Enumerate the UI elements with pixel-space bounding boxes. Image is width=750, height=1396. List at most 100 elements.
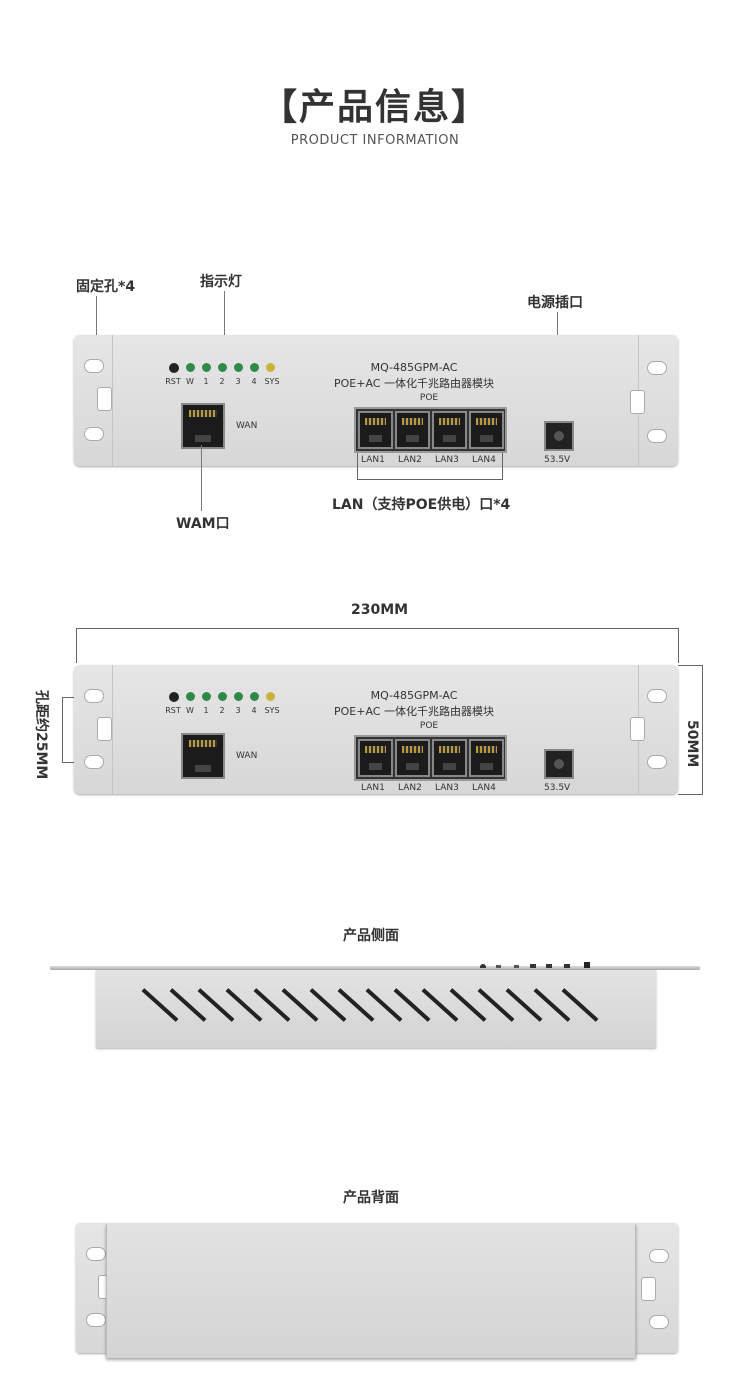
led-label: 4 [251, 706, 257, 715]
wan-port[interactable] [181, 733, 225, 779]
led-w [186, 692, 195, 701]
mount-slot [97, 717, 112, 741]
wan-label: WAN [236, 751, 258, 761]
wan-label: WAN [236, 421, 258, 431]
led-label: RST [165, 706, 181, 715]
poe-label: POE [419, 721, 439, 731]
mount-hole [649, 1249, 669, 1263]
wan-port[interactable] [181, 403, 225, 449]
led-3 [234, 692, 243, 701]
lan-bracket [357, 453, 503, 480]
callout-line [96, 296, 97, 360]
dimension-height: 50MM [684, 720, 700, 768]
mount-hole [84, 689, 104, 703]
callout-mount-holes: 固定孔*4 [76, 279, 136, 295]
led-label: 3 [235, 706, 241, 715]
led-sys [266, 692, 275, 701]
led-4 [250, 692, 259, 701]
width-bracket [76, 628, 679, 663]
lan-label: LAN3 [435, 783, 459, 793]
callout-wan-port: WAM口 [176, 516, 230, 532]
hole-spacing-bracket [62, 697, 77, 763]
device-front-panel: RST W 1 2 3 4 SYS WAN MQ-485GPM-AC POE+A… [74, 335, 678, 466]
poe-label: POE [419, 393, 439, 403]
mount-hole [84, 427, 104, 441]
led-row: RST W 1 2 3 4 SYS [165, 363, 289, 393]
lan-port-4[interactable] [469, 411, 504, 449]
mount-slot [630, 717, 645, 741]
led-label: 2 [219, 706, 225, 715]
power-label: 53.5V [544, 783, 571, 793]
lan-label: LAN4 [472, 455, 496, 465]
led-label: 1 [203, 706, 209, 715]
mount-slot [630, 390, 645, 414]
power-jack[interactable] [544, 421, 574, 451]
mount-slot [641, 1277, 656, 1301]
page-title: 【产品信息】 [260, 87, 489, 128]
lan-port-block [354, 735, 507, 781]
led-label: SYS [264, 377, 280, 386]
led-label: SYS [264, 706, 280, 715]
lan-label: LAN3 [435, 455, 459, 465]
mount-hole [647, 361, 667, 375]
model-name: MQ-485GPM-AC [370, 689, 458, 702]
lan-port-3[interactable] [432, 739, 467, 777]
led-w [186, 363, 195, 372]
model-description: POE+AC 一体化千兆路由器模块 [334, 377, 494, 390]
led-sys [266, 363, 275, 372]
mount-hole [647, 755, 667, 769]
back-cover [106, 1224, 636, 1358]
lan-label: LAN2 [398, 455, 422, 465]
device-back [76, 1223, 678, 1358]
led-row: RST W 1 2 3 4 SYS [165, 692, 289, 722]
led-label: RST [165, 377, 181, 386]
led-4 [250, 363, 259, 372]
mount-slot [97, 387, 112, 411]
reset-button[interactable] [169, 363, 179, 373]
mount-hole [649, 1315, 669, 1329]
led-1 [202, 363, 211, 372]
lan-port-2[interactable] [395, 739, 430, 777]
side-flange [50, 966, 700, 970]
model-name: MQ-485GPM-AC [370, 361, 458, 374]
lan-port-4[interactable] [469, 739, 504, 777]
lan-label: LAN2 [398, 783, 422, 793]
lan-port-block [354, 407, 507, 453]
callout-power-port: 电源插口 [527, 295, 583, 311]
led-label: 1 [203, 377, 209, 386]
mount-hole [647, 689, 667, 703]
power-label: 53.5V [544, 455, 571, 465]
mount-hole [86, 1313, 106, 1327]
led-1 [202, 692, 211, 701]
power-jack[interactable] [544, 749, 574, 779]
led-label: 2 [219, 377, 225, 386]
side-view-title: 产品侧面 [343, 928, 399, 944]
callout-lan-ports: LAN（支持POE供电）口*4 [332, 497, 511, 513]
side-body [96, 970, 656, 1048]
page-subtitle: PRODUCT INFORMATION [290, 133, 460, 148]
lan-label: LAN4 [472, 783, 496, 793]
led-label: W [186, 706, 194, 715]
back-view-title: 产品背面 [343, 1190, 399, 1206]
mount-hole [647, 429, 667, 443]
model-description: POE+AC 一体化千兆路由器模块 [334, 705, 494, 718]
side-connectors [480, 962, 590, 968]
led-2 [218, 692, 227, 701]
led-2 [218, 363, 227, 372]
device-front-panel: RST W 1 2 3 4 SYS WAN MQ-485GPM-AC POE+A… [74, 665, 678, 794]
lan-port-3[interactable] [432, 411, 467, 449]
dimension-width: 230MM [351, 602, 409, 618]
led-label: 4 [251, 377, 257, 386]
led-label: 3 [235, 377, 241, 386]
dimension-hole-spacing: 孔距约25MM [33, 690, 49, 780]
callout-line [201, 445, 202, 511]
mount-hole [84, 755, 104, 769]
lan-port-2[interactable] [395, 411, 430, 449]
lan-label: LAN1 [361, 455, 385, 465]
mount-hole [86, 1247, 106, 1261]
callout-line [224, 291, 225, 365]
mount-hole [84, 359, 104, 373]
lan-port-1[interactable] [358, 411, 393, 449]
lan-port-1[interactable] [358, 739, 393, 777]
reset-button[interactable] [169, 692, 179, 702]
